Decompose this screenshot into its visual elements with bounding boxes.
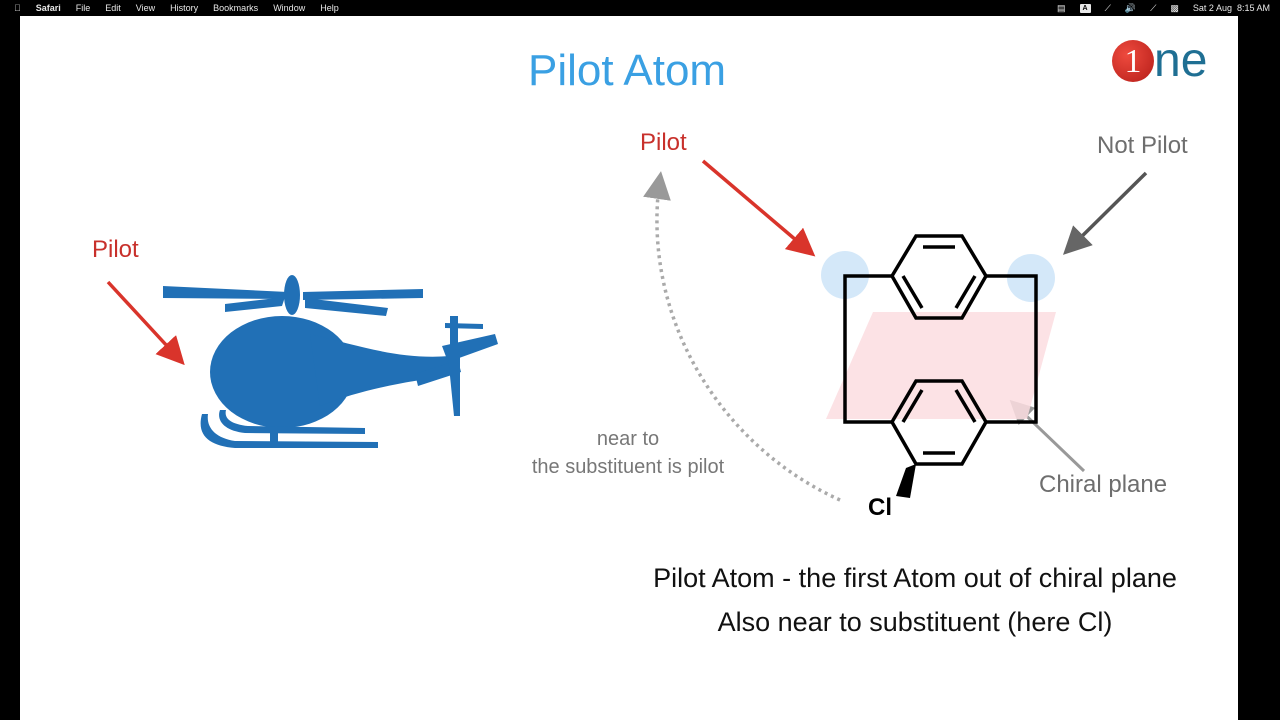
- cyclophane-molecule: [843, 234, 1038, 466]
- caption-line-2: Also near to substituent (here Cl): [717, 607, 1113, 637]
- page-title: Pilot Atom: [528, 46, 727, 95]
- pilot-note: near to the substituent is pilot: [508, 425, 748, 481]
- not-pilot-atom-highlight: [1007, 254, 1055, 302]
- volume-icon[interactable]: 🔊: [1124, 2, 1137, 13]
- not-pilot-arrow: [1063, 171, 1148, 255]
- helicopter-icon: [163, 275, 498, 448]
- sidebar-toggle-icon[interactable]: ▤: [1056, 2, 1066, 13]
- not-pilot-label: Not Pilot: [1097, 132, 1188, 159]
- menu-window[interactable]: Window: [266, 3, 305, 13]
- menu-app-safari[interactable]: Safari: [29, 3, 61, 13]
- caption-line-1: Pilot Atom - the first Atom out of chira…: [653, 563, 1177, 593]
- menu-help[interactable]: Help: [313, 3, 339, 13]
- wifi-off-icon[interactable]: ⟋: [1150, 2, 1157, 13]
- slide-graphics: [106, 159, 1148, 502]
- caption: Pilot Atom - the first Atom out of chira…: [595, 556, 1235, 644]
- menu-edit[interactable]: Edit: [98, 3, 121, 13]
- substituent-label: Cl: [868, 494, 892, 521]
- molecule-pilot-label: Pilot: [640, 129, 687, 156]
- chiral-plane-label: Chiral plane: [1039, 471, 1168, 498]
- battery-icon[interactable]: ▩: [1170, 2, 1179, 13]
- menu-bookmarks[interactable]: Bookmarks: [206, 3, 258, 13]
- menu-bar:  Safari File Edit View History Bookmark…: [0, 0, 1280, 16]
- logo-digit: 1: [1112, 40, 1154, 82]
- clock-time[interactable]: 8:15 AM: [1236, 3, 1270, 13]
- pilot-note-line-1: near to: [596, 428, 660, 450]
- chiral-plane-shape: [826, 312, 1056, 419]
- clock-date[interactable]: Sat 2 Aug: [1192, 3, 1232, 13]
- pilot-note-line-2: the substituent is pilot: [531, 456, 725, 478]
- apple-menu-icon[interactable]: : [14, 3, 21, 13]
- wedge-bond: [896, 464, 916, 498]
- menu-history[interactable]: History: [163, 3, 198, 13]
- helicopter-pilot-arrow: [106, 280, 185, 366]
- input-source-icon[interactable]: A: [1079, 3, 1091, 13]
- helicopter-pilot-label: Pilot: [92, 236, 139, 263]
- menu-view[interactable]: View: [129, 3, 155, 13]
- molecule-pilot-arrow: [701, 159, 816, 257]
- menu-file[interactable]: File: [69, 3, 91, 13]
- logo-text: ne: [1154, 34, 1208, 87]
- bluetooth-off-icon[interactable]: ⟋: [1104, 2, 1111, 13]
